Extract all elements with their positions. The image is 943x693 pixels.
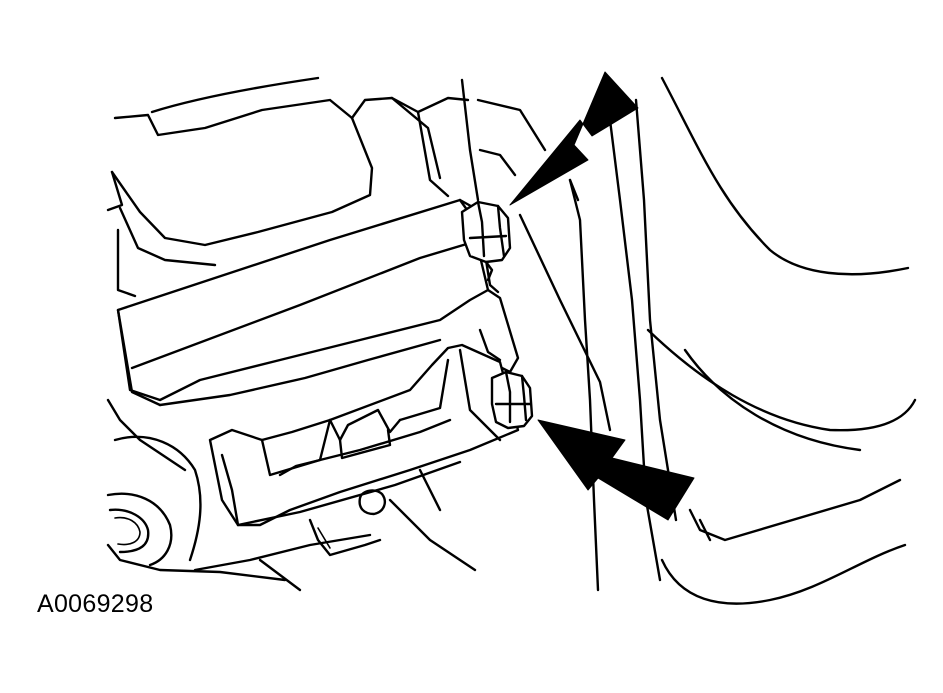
upper-bolt-arrow xyxy=(509,71,639,206)
figure-id-label: A0069298 xyxy=(37,590,154,618)
lower-bolt xyxy=(490,370,534,430)
engine-casting xyxy=(106,76,470,298)
mount-bracket xyxy=(116,198,520,407)
frame-rails xyxy=(460,78,678,592)
lower-bracket xyxy=(208,343,520,557)
lower-bolt-arrow xyxy=(537,419,695,521)
upper-bolt xyxy=(460,200,512,282)
lower-casting xyxy=(106,398,477,592)
body-panel xyxy=(646,76,917,605)
